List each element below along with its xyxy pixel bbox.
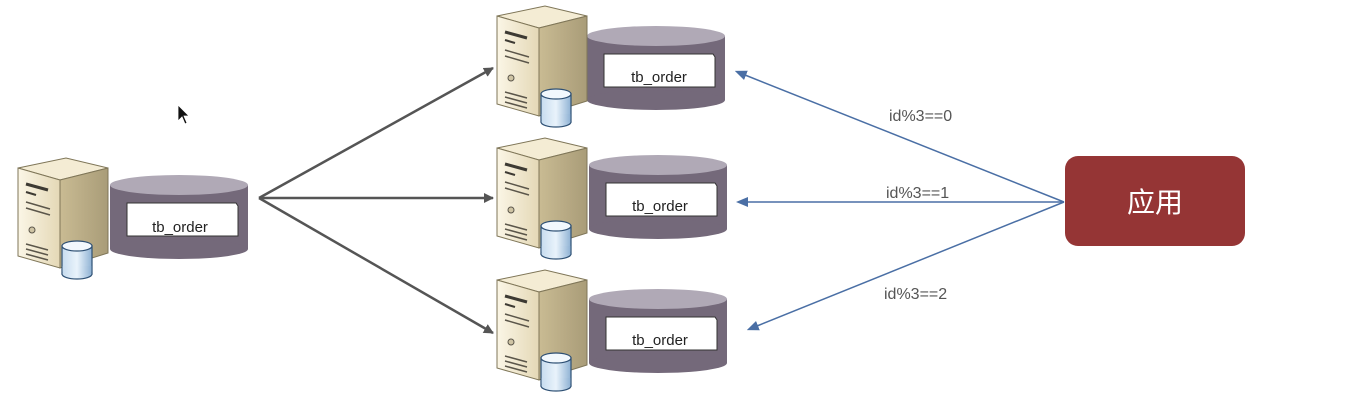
rule-label-1: id%3==1 [886, 185, 949, 202]
arrow-to-shard-2 [258, 196, 494, 335]
route-arrow-0 [734, 70, 1065, 203]
database-icon [588, 288, 728, 374]
server-icon [495, 268, 589, 393]
app-label: 应用 [1127, 187, 1183, 218]
replication-arrows [258, 66, 494, 335]
shard-2-table-label: tb_order [632, 332, 688, 349]
database-icon [586, 25, 726, 111]
routing-arrows [734, 70, 1065, 331]
source-table-label: tb_order [152, 219, 208, 236]
rule-label-2: id%3==2 [884, 286, 947, 303]
cursor-icon [177, 104, 190, 125]
server-icon [495, 136, 589, 261]
database-icon [588, 154, 728, 240]
database-icon [109, 174, 249, 260]
source-node: tb_order [16, 156, 249, 281]
arrow-to-shard-0 [258, 66, 494, 200]
route-arrow-2 [746, 201, 1065, 331]
shard-1-table-label: tb_order [632, 198, 688, 215]
rule-label-0: id%3==0 [889, 108, 952, 125]
server-icon [495, 4, 589, 129]
server-icon [16, 156, 110, 281]
shard-node-0: tb_order [495, 4, 726, 129]
shard-node-2: tb_order [495, 268, 728, 393]
app-box: 应用 [1065, 156, 1245, 246]
shard-0-table-label: tb_order [631, 69, 687, 86]
shard-node-1: tb_order [495, 136, 728, 261]
